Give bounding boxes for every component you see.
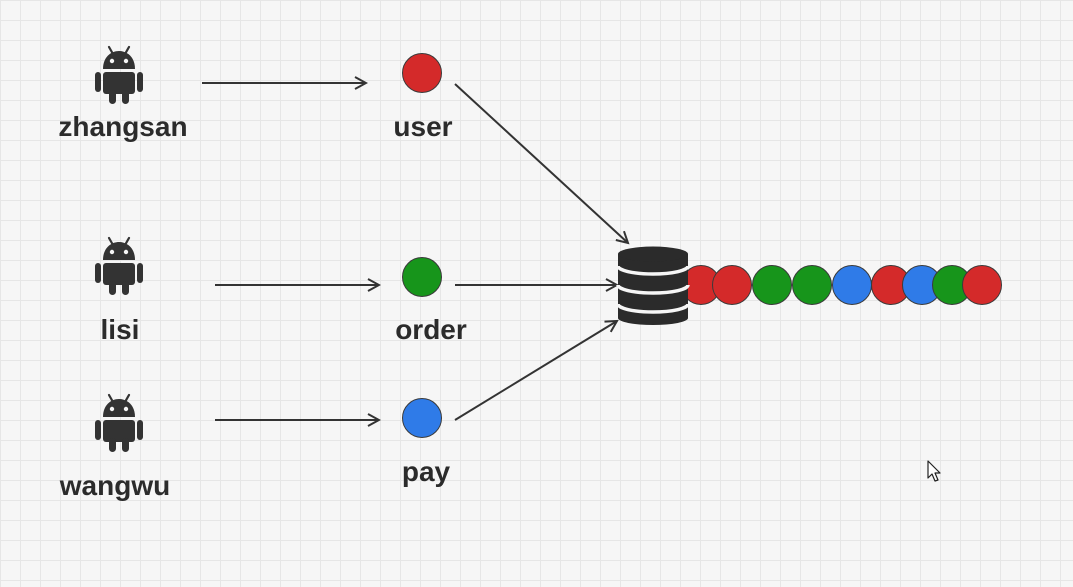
queue-message-order bbox=[792, 265, 832, 305]
client-label-wangwu: wangwu bbox=[59, 470, 170, 501]
topic-label-user: user bbox=[393, 111, 452, 142]
topic-label-order: order bbox=[395, 314, 467, 345]
database-icon bbox=[616, 246, 690, 325]
android-icon bbox=[95, 393, 143, 454]
queue-message-pay bbox=[832, 265, 872, 305]
queue-message-user bbox=[962, 265, 1002, 305]
message-queue bbox=[681, 265, 1002, 305]
client-label-lisi: lisi bbox=[101, 314, 140, 345]
arrow-pay-to-queue bbox=[454, 321, 617, 421]
queue-message-user bbox=[712, 265, 752, 305]
topic-dot-order bbox=[402, 257, 442, 297]
topic-label-pay: pay bbox=[402, 456, 451, 487]
queue-message-order bbox=[752, 265, 792, 305]
android-icon bbox=[95, 45, 143, 106]
client-label-zhangsan: zhangsan bbox=[58, 111, 187, 142]
topic-dot-user bbox=[402, 53, 442, 93]
mouse-cursor-icon bbox=[927, 460, 941, 482]
topic-dot-pay bbox=[402, 398, 442, 438]
arrow-user-to-queue bbox=[454, 83, 628, 243]
android-icon bbox=[95, 236, 143, 297]
